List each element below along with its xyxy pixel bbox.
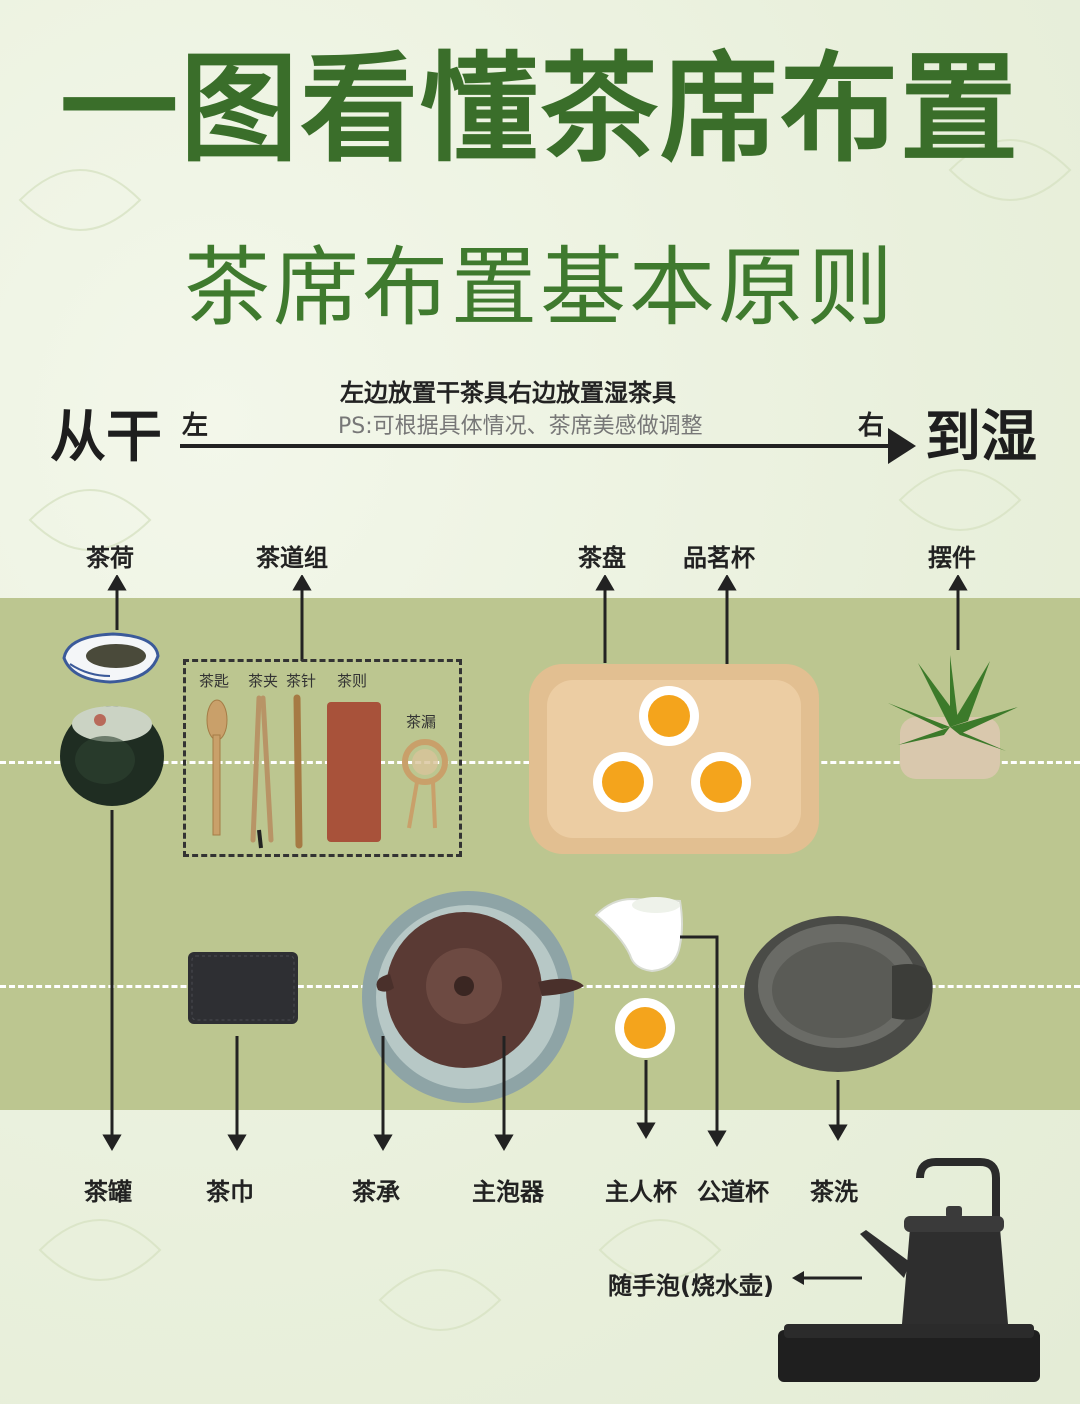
label-chaguan: 茶罐 bbox=[84, 1178, 132, 1206]
label-gongdaobei: 公道杯 bbox=[697, 1178, 769, 1206]
label-chadaozu: 茶道组 bbox=[256, 544, 328, 572]
kettle-image bbox=[778, 1158, 1040, 1382]
principle-text: 左边放置干茶具右边放置湿茶具 bbox=[340, 379, 676, 407]
page-title: 一图看懂茶席布置 bbox=[59, 40, 1020, 178]
kettle-arrow bbox=[792, 1271, 862, 1285]
dry-to-wet-arrow bbox=[180, 428, 916, 464]
label-chachi: 茶匙 bbox=[199, 672, 230, 690]
ornament-plant-image bbox=[888, 655, 1018, 779]
page-subtitle: 茶席布置基本原则 bbox=[184, 238, 896, 338]
label-kettle: 随手泡(烧水壶) bbox=[608, 1272, 774, 1300]
label-zhupaoqi: 主泡器 bbox=[472, 1178, 544, 1206]
tea-jar-image bbox=[60, 706, 164, 806]
teapot-set-image bbox=[362, 891, 584, 1103]
left-label: 左 bbox=[182, 411, 209, 441]
to-wet-label: 到湿 bbox=[925, 405, 1037, 470]
tea-towel-image bbox=[188, 952, 298, 1024]
from-dry-label: 从干 bbox=[50, 405, 162, 470]
tea-washer-image bbox=[744, 916, 933, 1072]
label-chacheng: 茶承 bbox=[352, 1178, 400, 1206]
right-label: 右 bbox=[858, 411, 885, 441]
host-cup-image bbox=[615, 998, 675, 1058]
label-baijian: 摆件 bbox=[928, 544, 976, 572]
principle-note: PS:可根据具体情况、茶席美感做调整 bbox=[338, 414, 703, 439]
tea-dish-image bbox=[62, 632, 160, 684]
label-chajin: 茶巾 bbox=[206, 1178, 254, 1206]
label-chazhen: 茶针 bbox=[286, 672, 317, 690]
label-chaxi: 茶洗 bbox=[810, 1178, 858, 1206]
tasting-cups bbox=[593, 686, 751, 812]
label-chalou: 茶漏 bbox=[406, 713, 437, 731]
bottom-arrows bbox=[102, 810, 848, 1151]
label-chajia: 茶夹 bbox=[248, 672, 279, 690]
tea-tray-image bbox=[529, 664, 819, 854]
label-chapan: 茶盘 bbox=[578, 544, 626, 572]
label-pinmingbei: 品茗杯 bbox=[683, 544, 755, 572]
tea-tools-image bbox=[206, 694, 448, 849]
top-arrows bbox=[107, 575, 968, 670]
label-zhurenbei: 主人杯 bbox=[605, 1178, 677, 1206]
fair-cup-image bbox=[594, 897, 683, 973]
label-chahe: 茶荷 bbox=[86, 544, 134, 572]
label-chaze: 茶则 bbox=[337, 672, 368, 690]
tea-tools-box bbox=[183, 659, 462, 857]
